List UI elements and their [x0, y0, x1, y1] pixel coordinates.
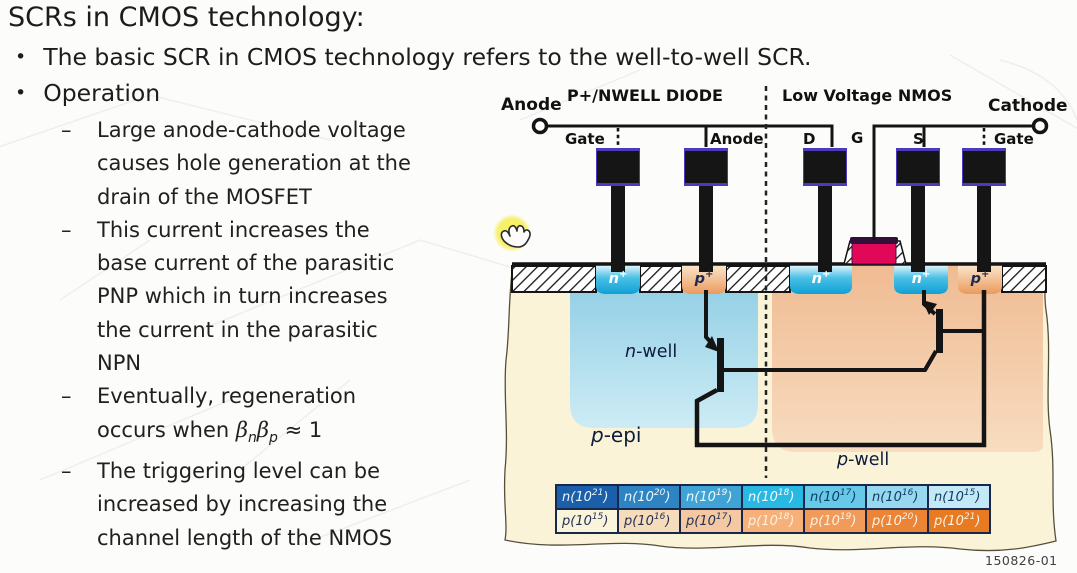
contact-label-anode: Anode — [710, 130, 764, 148]
contact-label-gate-right: Gate — [994, 130, 1034, 148]
npn-base-bar — [936, 309, 943, 353]
pnp-emitter-arrow — [705, 336, 719, 352]
anode-rail — [547, 124, 834, 147]
cathode-terminal-label: Cathode — [988, 96, 1068, 116]
cathode-rail-and-gate-wire — [872, 124, 1033, 240]
n-plus-diffusion — [790, 265, 852, 294]
n-plus-label: n+ — [608, 269, 628, 287]
regeneration-formula: occurs when βnβp ≈ 1 — [97, 417, 323, 446]
bullet-text: Operation — [43, 79, 161, 107]
p-plus-diffusion — [958, 265, 1002, 294]
sub-bullet-line: Eventually, regeneration — [97, 384, 357, 409]
metal-contacts — [596, 148, 1006, 272]
n-plus-label: n+ — [811, 269, 831, 287]
bullet-item: • The basic SCR in CMOS technology refer… — [15, 43, 1065, 71]
top-wiring — [547, 124, 1033, 240]
pan-hand-cursor[interactable] — [493, 214, 531, 252]
n-plus-diffusion — [596, 265, 640, 294]
nmos-gate-stack — [843, 237, 907, 265]
sub-bullet: – Eventually, regeneration occurs when β… — [61, 380, 411, 455]
pnp-collector-loop-wire — [694, 290, 987, 448]
sub-bullet-line: PNP which in turn increases — [97, 284, 388, 309]
sub-bullet-line: the current in the parasitic — [97, 317, 378, 342]
bullet-item: • Operation — [15, 79, 160, 107]
sub-bullet-line: drain of the MOSFET — [97, 184, 312, 209]
sub-bullet-line: increased by increasing the — [97, 492, 388, 517]
anode-terminal — [531, 117, 549, 135]
contact-label-source: S — [913, 130, 924, 148]
slide-title: SCRs in CMOS technology: — [8, 2, 365, 33]
figure-id: 150826-01 — [985, 553, 1058, 568]
anode-terminal-label: Anode — [501, 95, 562, 115]
contact — [596, 148, 640, 272]
n-well-region — [570, 265, 758, 428]
contact-label-gate-nmos: G — [851, 129, 864, 147]
bullet-text: The basic SCR in CMOS technology refers … — [43, 43, 812, 71]
p-plus-label: p+ — [970, 269, 990, 287]
p-epi-label: p-epi — [591, 423, 642, 447]
sub-bullet-line: base current of the parasitic — [97, 251, 395, 276]
contact — [962, 148, 1006, 272]
parasitic-scr-circuit — [694, 290, 987, 448]
contact-label-gate-left: Gate — [565, 130, 605, 148]
section-label-diode: P+/NWELL DIODE — [567, 86, 723, 105]
transistor-symbols — [705, 300, 943, 392]
sub-bullet: – Large anode-cathode voltage causes hol… — [61, 114, 411, 214]
gate-poly — [851, 242, 897, 265]
bullet-glyph: • — [15, 46, 27, 68]
bullet-glyph: • — [15, 82, 27, 104]
npn-emitter-arrow — [922, 300, 937, 315]
npn-collector-wire — [923, 349, 938, 372]
contact — [803, 148, 847, 272]
contact — [896, 148, 940, 272]
sub-bullet-line: Large anode-cathode voltage — [97, 118, 406, 142]
sub-bullet-list: – Large anode-cathode voltage causes hol… — [61, 114, 411, 555]
p-well-region — [772, 265, 1043, 452]
n-plus-diffusion — [894, 265, 948, 294]
p-plus-label: p+ — [694, 269, 714, 287]
p-plus-diffusion — [682, 265, 726, 294]
sub-bullet-line: This current increases the — [97, 217, 370, 242]
background-watermark — [0, 54, 1077, 546]
sub-bullet-line: channel length of the NMOS — [97, 525, 393, 550]
cathode-terminal — [1031, 117, 1049, 135]
p-well-label: p-well — [837, 450, 890, 470]
contact-label-drain: D — [803, 130, 816, 148]
pnp-base-bar — [717, 338, 724, 392]
sub-bullet-line: causes hole generation at the — [97, 151, 411, 176]
sub-bullet: – The triggering level can be increased … — [61, 455, 411, 555]
contact — [684, 148, 728, 272]
sub-bullet: – This current increases the base curren… — [61, 214, 411, 380]
gate-top-edge — [850, 237, 898, 244]
section-label-nmos: Low Voltage NMOS — [782, 86, 953, 105]
diffusions — [596, 265, 1002, 294]
sub-bullet-line: NPN — [97, 351, 142, 376]
n-well-label: n-well — [625, 342, 678, 362]
n-plus-label: n+ — [911, 269, 931, 287]
sub-bullet-line: The triggering level can be — [97, 459, 381, 484]
